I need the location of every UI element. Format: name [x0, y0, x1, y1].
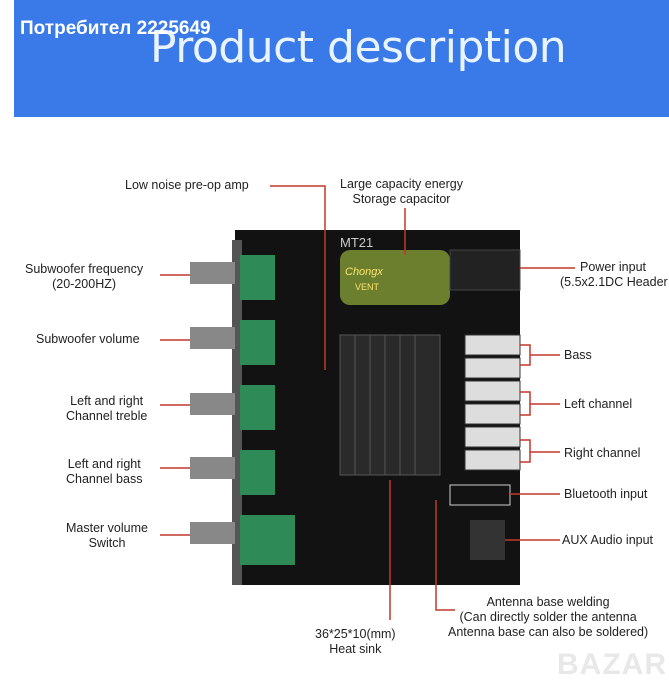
label-bass: Bass — [564, 348, 592, 362]
capacitor — [340, 250, 450, 305]
potentiometers — [190, 255, 295, 565]
label-heat-sink: 36*25*10(mm)Heat sink — [315, 627, 396, 656]
label-subwoofer-volume: Subwoofer volume — [36, 332, 140, 346]
user-label: Потребител 2225649 — [20, 18, 211, 39]
board-model: MT21 — [340, 235, 373, 250]
label-subwoofer-frequency: Subwoofer frequency(20-200HZ) — [25, 262, 144, 291]
label-power-input: Power input(5.5x2.1DC Header — [560, 260, 668, 289]
header-banner — [14, 0, 669, 117]
panel-edge — [232, 240, 242, 585]
watermark-logo: BAZAR — [557, 648, 667, 681]
heat-sink — [339, 334, 441, 476]
label-antenna: Antenna base welding(Can directly solder… — [448, 595, 649, 639]
dc-jack — [449, 249, 521, 291]
cap-brand: Chongx — [345, 266, 383, 278]
label-bluetooth-input: Bluetooth input — [564, 487, 648, 501]
label-preamp: Low noise pre-op amp — [125, 178, 249, 192]
bt-antenna-trace — [449, 484, 511, 506]
label-aux-input: AUX Audio input — [562, 533, 654, 547]
label-right-channel: Right channel — [564, 446, 641, 460]
aux-jack — [470, 520, 505, 560]
leader-lines — [160, 185, 575, 620]
speaker-terminals — [464, 334, 521, 471]
page-title: Product description — [150, 22, 567, 73]
label-left-channel: Left channel — [564, 397, 633, 411]
cap-sub: VENT — [355, 282, 380, 292]
